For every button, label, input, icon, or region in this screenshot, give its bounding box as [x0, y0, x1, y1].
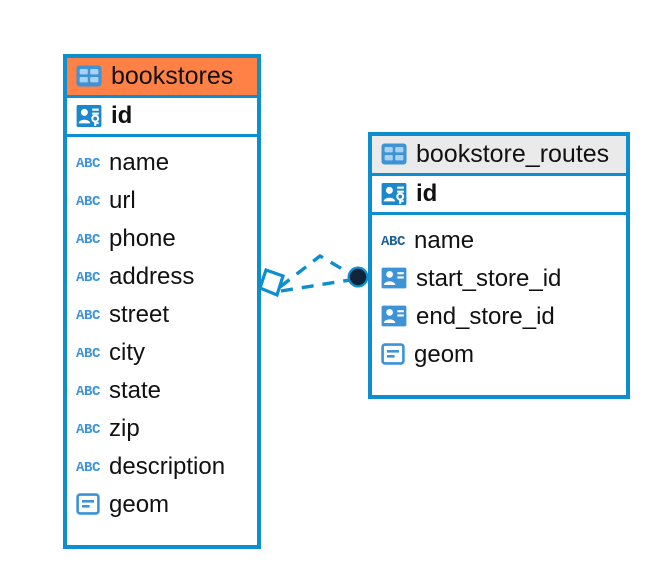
geometry-type-icon	[76, 493, 100, 516]
svg-text:ABC: ABC	[76, 270, 100, 283]
entity-name-label: bookstore_routes	[416, 140, 610, 168]
table-icon	[381, 143, 407, 165]
text-type-icon: ABC	[76, 383, 100, 397]
field-row[interactable]: ABC zip	[76, 409, 248, 447]
relationship-line-lower	[280, 277, 357, 293]
field-label: state	[109, 376, 162, 404]
field-label: street	[109, 300, 170, 328]
field-label: end_store_id	[416, 302, 555, 330]
field-row[interactable]: ABC address	[76, 257, 248, 295]
svg-text:ABC: ABC	[76, 194, 100, 207]
field-label: description	[109, 452, 226, 480]
text-type-icon: ABC	[76, 269, 100, 283]
primary-key-row-bookstores[interactable]: id	[67, 98, 257, 138]
text-type-icon: ABC	[381, 233, 405, 247]
entity-header-bookstores[interactable]: bookstores	[67, 58, 257, 99]
svg-text:ABC: ABC	[76, 346, 100, 359]
field-list-bookstores: ABC name ABC url ABC p	[67, 137, 257, 531]
svg-text:ABC: ABC	[381, 234, 405, 247]
svg-text:ABC: ABC	[76, 156, 100, 169]
primary-key-icon	[76, 104, 102, 128]
field-row[interactable]: ABC city	[76, 333, 248, 371]
foreign-key-icon	[381, 267, 407, 289]
field-label: zip	[109, 414, 140, 442]
text-type-icon: ABC	[76, 459, 100, 473]
primary-key-icon	[381, 182, 407, 206]
text-type-icon: ABC	[76, 307, 100, 321]
text-type-icon: ABC	[76, 155, 100, 169]
svg-text:ABC: ABC	[76, 460, 100, 473]
svg-text:ABC: ABC	[76, 232, 100, 245]
entity-header-bookstore-routes[interactable]: bookstore_routes	[372, 136, 626, 177]
field-row[interactable]: ABC state	[76, 371, 248, 409]
text-type-icon: ABC	[76, 421, 100, 435]
svg-text:ABC: ABC	[76, 422, 100, 435]
field-label: geom	[414, 340, 475, 368]
entity-table-bookstores[interactable]: bookstores id	[63, 54, 261, 549]
text-type-icon: ABC	[76, 345, 100, 359]
text-type-icon: ABC	[76, 193, 100, 207]
primary-key-label: id	[111, 102, 133, 130]
field-label: phone	[109, 224, 176, 252]
entity-table-bookstore-routes[interactable]: bookstore_routes id	[368, 132, 630, 399]
field-list-bookstore-routes: ABC name start_store_id	[372, 215, 626, 381]
svg-text:ABC: ABC	[76, 308, 100, 321]
field-row[interactable]: geom	[381, 335, 617, 373]
table-icon	[76, 65, 102, 87]
field-row[interactable]: ABC name	[76, 143, 248, 181]
relationship-line-upper	[278, 253, 357, 289]
field-label: city	[109, 338, 145, 366]
field-row[interactable]: ABC phone	[76, 219, 248, 257]
field-row[interactable]: ABC street	[76, 295, 248, 333]
entity-name-label: bookstores	[111, 62, 234, 90]
field-row[interactable]: ABC url	[76, 181, 248, 219]
field-row[interactable]: ABC name	[381, 221, 617, 259]
svg-text:ABC: ABC	[76, 384, 100, 397]
field-row[interactable]: start_store_id	[381, 259, 617, 297]
text-type-icon: ABC	[76, 231, 100, 245]
geometry-type-icon	[381, 343, 405, 366]
primary-key-row-bookstore-routes[interactable]: id	[372, 176, 626, 216]
cardinality-many-dot-icon	[347, 266, 369, 288]
field-label: name	[109, 148, 170, 176]
foreign-key-icon	[381, 305, 407, 327]
field-row[interactable]: ABC description	[76, 447, 248, 485]
field-row[interactable]: geom	[76, 485, 248, 523]
cardinality-one-diamond-icon	[258, 267, 285, 298]
field-label: url	[109, 186, 136, 214]
primary-key-label: id	[416, 180, 438, 208]
field-label: geom	[109, 490, 170, 518]
field-label: address	[109, 262, 195, 290]
field-label: start_store_id	[416, 264, 562, 292]
field-row[interactable]: end_store_id	[381, 297, 617, 335]
field-label: name	[414, 226, 475, 254]
